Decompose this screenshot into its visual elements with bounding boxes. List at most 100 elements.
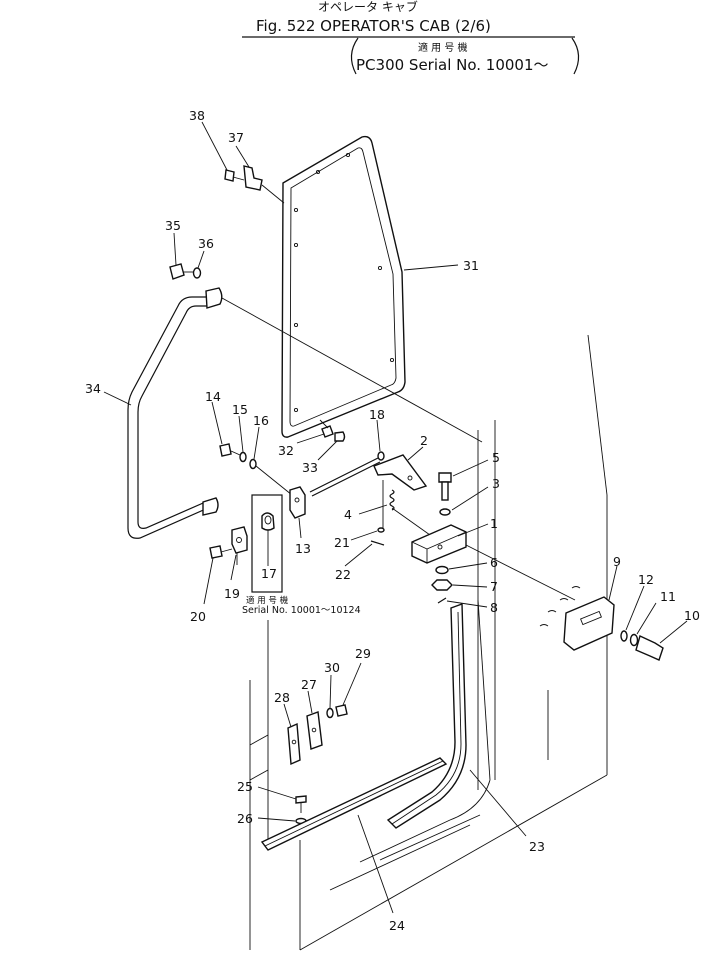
- screw-25: [295, 795, 307, 804]
- callout-3: 3: [492, 476, 500, 491]
- callout-5: 5: [492, 450, 500, 465]
- callout-17: 17: [261, 566, 277, 581]
- lever-2: [373, 454, 428, 491]
- callout-16: 16: [253, 413, 269, 428]
- callout-18: 18: [369, 407, 385, 422]
- leader-34: [103, 391, 132, 406]
- leader-2: [407, 446, 424, 461]
- callout-34: 34: [85, 381, 101, 396]
- callout-20: 20: [190, 609, 206, 624]
- lock-group: 適 用 号 機 Serial No. 10001～10124: [209, 494, 361, 616]
- striker-plate-group: [539, 586, 664, 661]
- rod-18-shaft: [309, 457, 379, 493]
- latch-lever-group: [370, 454, 431, 546]
- channel-24-body: [260, 757, 448, 851]
- title-japanese: オペレータ キャブ: [318, 0, 418, 14]
- bolt-10: [635, 635, 664, 661]
- leader-14: [211, 401, 223, 445]
- washer-16: [249, 458, 257, 470]
- weatherstrip-23: [359, 599, 491, 863]
- window-hole: [293, 407, 299, 413]
- window-hole: [315, 169, 321, 175]
- callout-25: 25: [237, 779, 253, 794]
- bolt-35: [169, 263, 185, 280]
- window-hole: [293, 322, 299, 328]
- callout-9: 9: [613, 554, 621, 569]
- callout-10: 10: [684, 608, 700, 623]
- window-screws: [319, 419, 346, 442]
- plate-slot-mark-2: [559, 598, 569, 601]
- callout-21: 21: [334, 535, 350, 550]
- cab-hinge-line: [249, 734, 269, 781]
- weatherstrip-23-body: [386, 603, 467, 829]
- handrail-outer: [127, 296, 210, 539]
- callout-2: 2: [420, 433, 428, 448]
- leader-15: [238, 415, 244, 453]
- leader-37: [235, 145, 250, 168]
- bolt-5: [438, 472, 452, 483]
- callout-26: 26: [237, 811, 253, 826]
- bracket-1-edge2: [426, 531, 467, 550]
- window-glass: [281, 135, 406, 438]
- callout-19: 19: [224, 586, 240, 601]
- callout-23: 23: [529, 839, 545, 854]
- grommet-17: [261, 512, 275, 531]
- leader-30: [329, 674, 332, 709]
- header: オペレータ キャブ Fig. 522 OPERATOR'S CAB (2/6) …: [242, 0, 580, 75]
- callout-37: 37: [228, 130, 244, 145]
- handrail-bracket-top: [205, 287, 223, 309]
- leader-29: [342, 662, 362, 706]
- leader-18: [376, 419, 381, 452]
- bracket-left: [350, 37, 359, 75]
- cab-edge-a: [587, 334, 608, 496]
- plate-9-slot: [580, 610, 602, 626]
- bracket-1-edge: [411, 541, 428, 550]
- callout-32: 32: [278, 443, 294, 458]
- callout-14: 14: [205, 389, 221, 404]
- leader-37-window: [261, 184, 285, 204]
- leader-4: [358, 504, 388, 515]
- leader-23: [469, 769, 527, 837]
- handrail-bracket-bottom: [202, 497, 219, 516]
- leader-8: [446, 600, 488, 608]
- leader-1: [457, 523, 489, 537]
- callout-7: 7: [490, 579, 498, 594]
- top-bracket-group: [224, 165, 285, 204]
- plate-slot-mark-4: [539, 624, 549, 627]
- callout-8: 8: [490, 600, 498, 615]
- rod-18-shaft-edge: [311, 461, 381, 497]
- callout-13: 13: [295, 541, 311, 556]
- bolt-20: [209, 545, 223, 559]
- bracket-28-hole: [291, 739, 297, 745]
- cab-edge-j: [379, 814, 481, 861]
- cab-body: [249, 334, 608, 951]
- grommet-17-hole: [264, 515, 272, 525]
- note-serial-range: Serial No. 10001～10124: [242, 605, 361, 616]
- window-frame-outer: [281, 135, 406, 438]
- callout-36: 36: [198, 236, 214, 251]
- leader-20: [203, 557, 214, 605]
- plate-slot-mark-3: [547, 610, 557, 613]
- bolt-14: [219, 443, 232, 457]
- leader-13: [298, 517, 302, 539]
- weatherstrip-23-edge: [477, 599, 491, 781]
- callout-28: 28: [274, 690, 290, 705]
- striker-plate-9: [563, 596, 615, 651]
- washer-11: [629, 633, 639, 647]
- washer-15: [239, 451, 247, 463]
- callout-38: 38: [189, 108, 205, 123]
- leader-19: [230, 554, 237, 581]
- collar-33: [334, 431, 346, 442]
- leader-22: [344, 543, 373, 567]
- figure-title: Fig. 522 OPERATOR'S CAB (2/6): [256, 17, 491, 35]
- window-hole: [389, 357, 395, 363]
- callout-24: 24: [389, 918, 405, 933]
- callout-12: 12: [638, 572, 654, 587]
- leader-9: [608, 565, 618, 601]
- bracket-27: [306, 711, 323, 750]
- rod-18-end: [377, 451, 385, 461]
- applicability-label-japanese: 適 用 号 機: [418, 41, 468, 54]
- note-applicability-japanese: 適 用 号 機: [246, 595, 289, 606]
- leader-2-bracket: [391, 507, 431, 536]
- leader-16-13: [255, 465, 293, 496]
